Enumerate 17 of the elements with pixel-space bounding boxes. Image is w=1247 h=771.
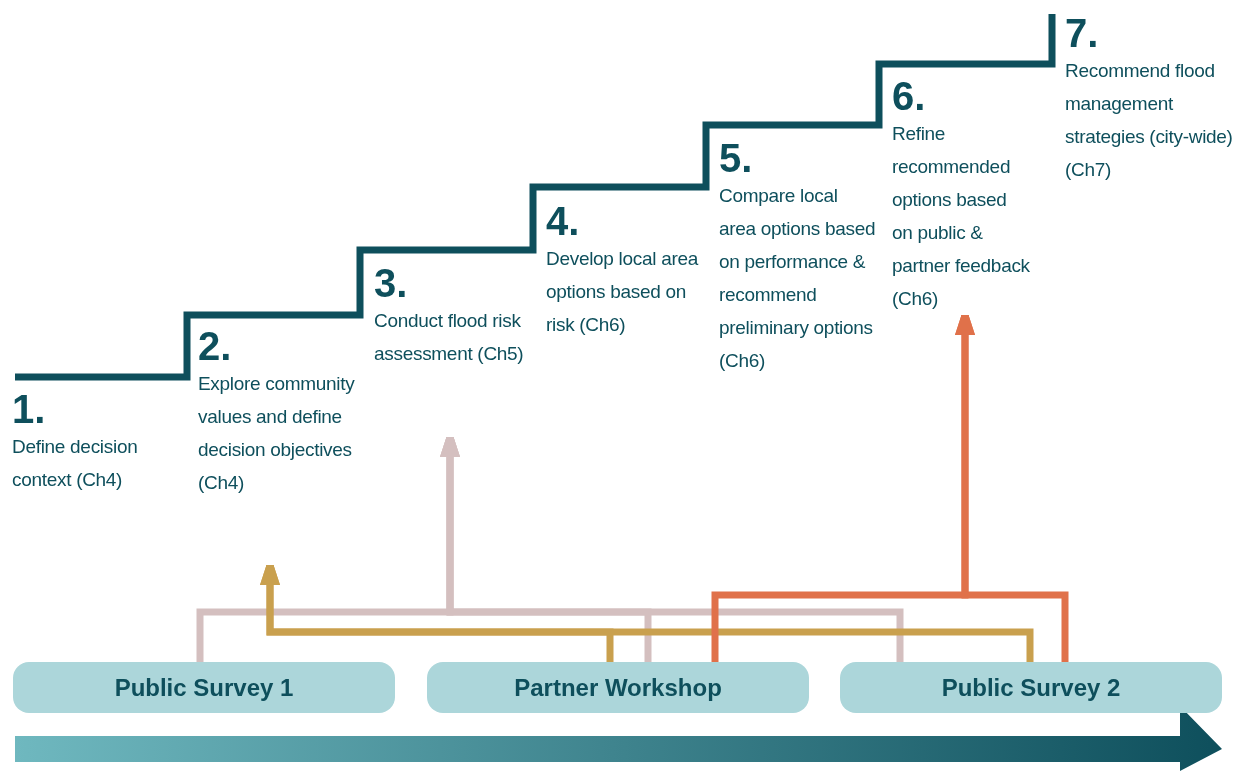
- step-description: Recommend flood management strategies (city-wide) (Ch7): [1065, 59, 1234, 182]
- step-number: 4.: [546, 200, 580, 242]
- milestone-pill: Partner Workshop: [427, 662, 809, 713]
- step-description: Explore community values and define decision objectives (Ch4): [198, 372, 356, 495]
- milestone-pill: Public Survey 1: [13, 662, 395, 713]
- step-number: 3.: [374, 262, 408, 304]
- step-description: Refine recommended options based on public & partner feedback (Ch6): [892, 122, 1030, 311]
- step-number: 1.: [12, 388, 46, 430]
- step-description: Conduct flood risk assessment (Ch5): [374, 309, 525, 366]
- step-description: Compare local area options based on performance & recommend preliminary options (Ch6): [719, 184, 877, 373]
- milestone-pill: Public Survey 2: [840, 662, 1222, 713]
- step-number: 2.: [198, 325, 232, 367]
- step-number: 7.: [1065, 12, 1099, 54]
- step-number: 6.: [892, 75, 926, 117]
- step-number: 5.: [719, 137, 753, 179]
- step-description: Define decision context (Ch4): [12, 435, 139, 492]
- step-description: Develop local area options based on risk (Ch6): [546, 247, 700, 337]
